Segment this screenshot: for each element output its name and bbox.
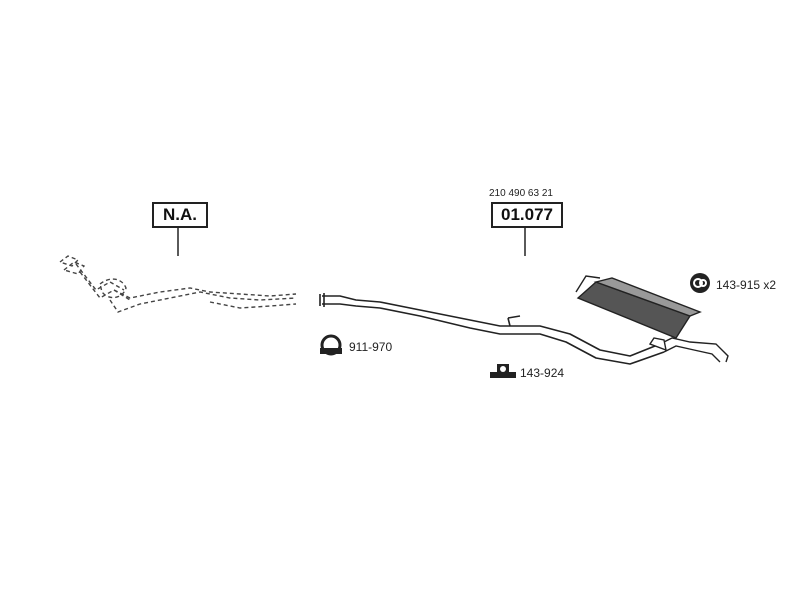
rubber-mount-icon bbox=[490, 364, 516, 378]
front-pipe-section bbox=[58, 255, 297, 313]
hanger-ring-icon bbox=[690, 273, 710, 293]
oe-code-label: 210 490 63 21 bbox=[489, 188, 553, 199]
rear-callout-box: 01.077 bbox=[491, 202, 563, 228]
rear-silencer bbox=[575, 275, 729, 363]
clamp-part-label: 911-970 bbox=[349, 340, 393, 354]
clamp-icon bbox=[320, 334, 342, 356]
front-callout-box: N.A. bbox=[152, 202, 208, 228]
center-pipe bbox=[319, 293, 665, 365]
hanger-part-label: 143-915 x2 bbox=[716, 278, 777, 292]
mount-part-label: 143-924 bbox=[520, 366, 565, 380]
